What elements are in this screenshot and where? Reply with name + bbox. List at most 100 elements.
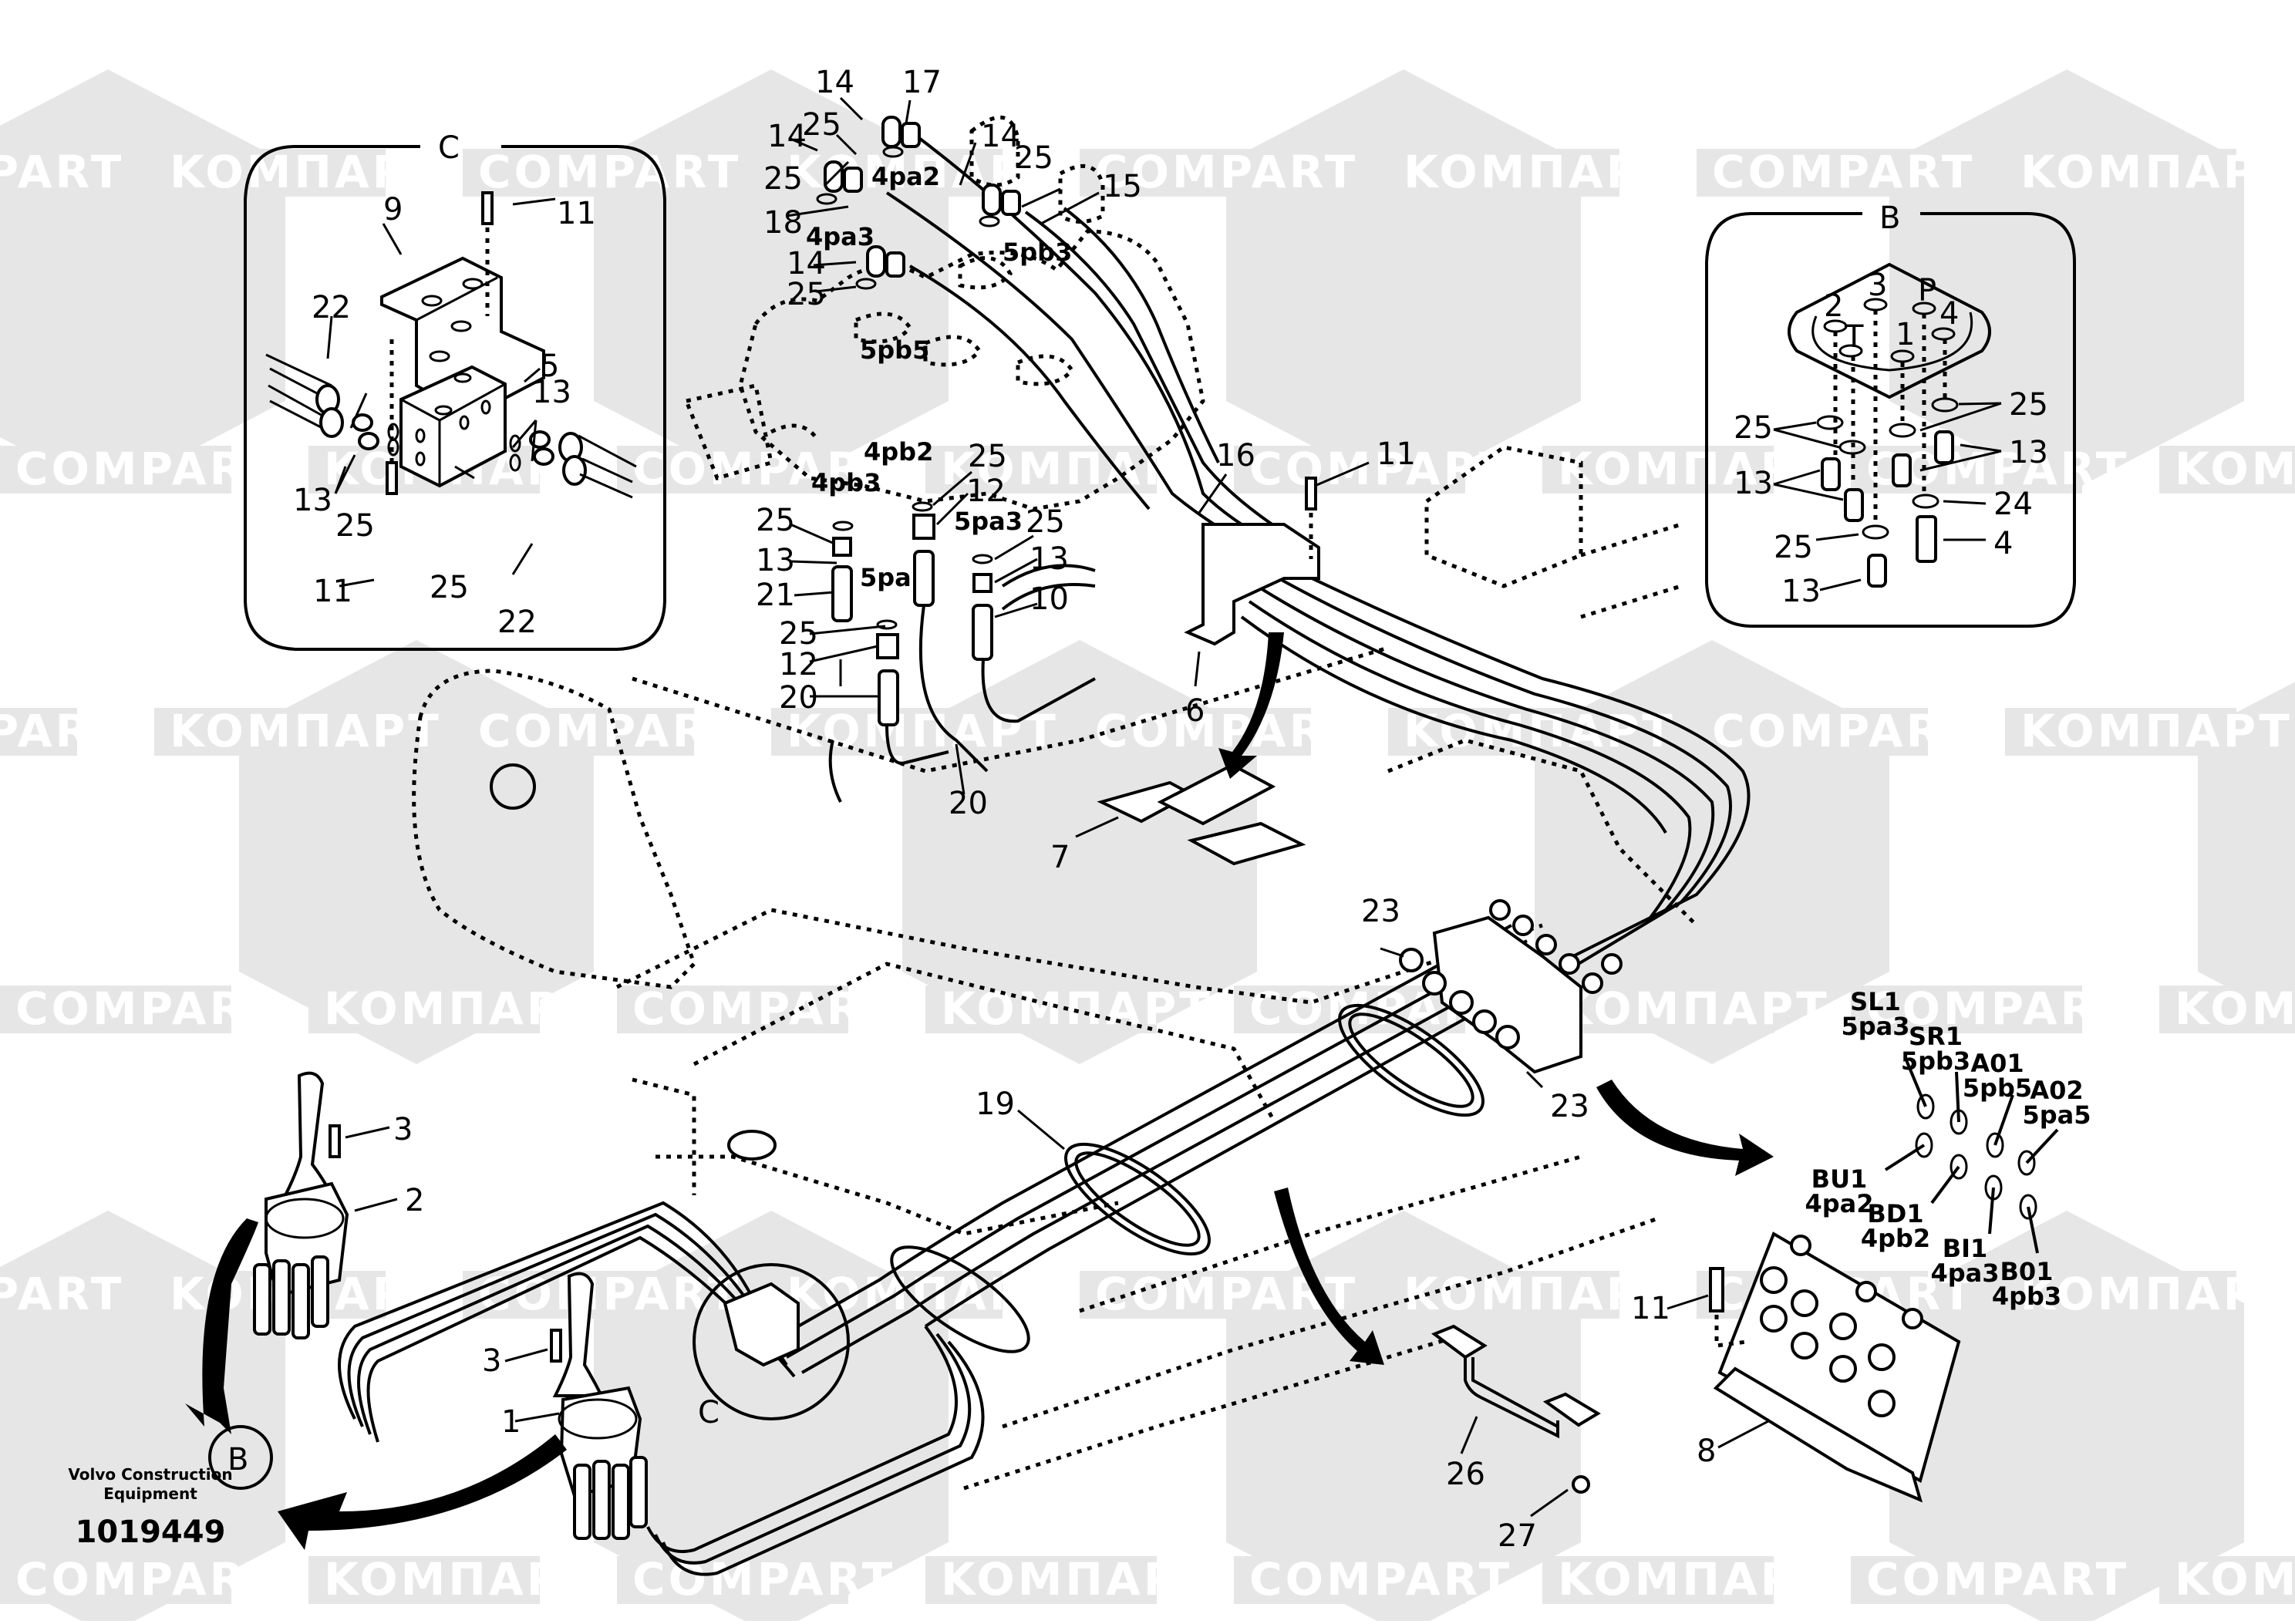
- port-code-label: BU1: [1811, 1164, 1868, 1194]
- callout: 13: [1781, 574, 1821, 609]
- callout: 25: [335, 508, 375, 544]
- watermark-band: [1234, 1556, 1465, 1604]
- callout: 24: [1993, 487, 2033, 522]
- callout: 16: [1216, 438, 1255, 473]
- detail-c-title: C: [438, 130, 460, 166]
- detail-b-marker-label: B: [227, 1442, 248, 1477]
- watermark-text: KOMПAPT: [1404, 146, 1676, 198]
- watermark-text: COMPART: [478, 705, 741, 757]
- watermark-band: [771, 1271, 1003, 1319]
- watermark-band: [0, 1556, 231, 1604]
- watermark-band: [2159, 1556, 2295, 1604]
- callout: 23: [1361, 894, 1400, 929]
- callout: 26: [1446, 1457, 1485, 1492]
- callout: 13: [293, 483, 332, 518]
- o-ring: [2019, 1194, 2037, 1220]
- joint-block: 23 23: [1361, 894, 1623, 1124]
- watermark-text: KOMПAPT: [787, 705, 1059, 757]
- callout: 12: [779, 647, 818, 682]
- detail-b-title: B: [1879, 200, 1900, 236]
- callout: 13: [756, 543, 795, 578]
- callout: 25: [787, 277, 826, 312]
- callout: 19: [976, 1087, 1015, 1122]
- watermark-text: KOMПAPT: [941, 982, 1213, 1035]
- callout: 14: [767, 119, 807, 154]
- watermark-text: COMPART: [1249, 443, 1512, 495]
- watermark-text: KOMПAPT: [941, 1553, 1213, 1605]
- watermark-band: [1542, 1556, 1774, 1604]
- port-id-label: 5pb5: [1963, 1073, 2032, 1103]
- watermark-band: [154, 149, 386, 197]
- callout: 25: [1774, 530, 1813, 565]
- port-id-label: 4pb3: [1992, 1282, 2061, 1311]
- watermark-text: COMPART: [632, 982, 895, 1035]
- callout: 9: [383, 192, 403, 227]
- port-code: 5pb5: [860, 335, 929, 365]
- port-id-label: 4pa2: [1805, 1189, 1873, 1218]
- watermark-band: [2159, 986, 2295, 1033]
- port-code-label: A02: [2030, 1076, 2083, 1105]
- watermark-text: COMPART: [1866, 1553, 2129, 1605]
- watermark-text: KOMПAPT: [2175, 443, 2295, 495]
- port-code: 4pb3: [811, 468, 881, 497]
- watermark-band: [617, 986, 848, 1033]
- watermark-text: KOMПAPT: [1404, 1268, 1676, 1320]
- watermark-text: COMPART: [632, 443, 895, 495]
- watermark-text: COMPART: [15, 1553, 278, 1605]
- callout: 13: [2009, 435, 2048, 470]
- o-ring: [1916, 1093, 1935, 1120]
- callout: 6: [1185, 693, 1205, 729]
- watermark-text: KOMПAPT: [2175, 1553, 2295, 1605]
- port-id-label: 5pb3: [1901, 1046, 1970, 1076]
- callout: 3: [482, 1343, 501, 1379]
- watermark-band: [0, 149, 77, 197]
- watermark-band: [154, 708, 386, 756]
- arrow-to-plates: [1218, 632, 1284, 779]
- callout: 25: [1026, 504, 1065, 540]
- callout: 25: [756, 503, 795, 538]
- watermark-text: KOMПAPT: [941, 443, 1213, 495]
- watermark-text: COMPART: [0, 705, 124, 757]
- hose-bundle: [338, 554, 1751, 1576]
- manufacturer-line-2: Equipment: [103, 1484, 197, 1503]
- callout: 17: [902, 65, 942, 100]
- watermark-logo: [2198, 682, 2295, 1023]
- callout: 13: [532, 375, 571, 410]
- watermark-band: [463, 149, 694, 197]
- watermark-band: [1080, 1271, 1311, 1319]
- watermark-band: [2005, 1271, 2236, 1319]
- watermark-text: COMPART: [0, 146, 124, 198]
- callout: 15: [1103, 169, 1142, 204]
- port-code: 4pa3: [806, 222, 875, 251]
- detail-marker-b: B: [185, 1218, 567, 1550]
- callout: 20: [779, 680, 818, 716]
- port-label: 3: [1868, 268, 1887, 303]
- watermark-band: [0, 446, 231, 494]
- o-ring: [1986, 1132, 2004, 1158]
- watermark-logo: [0, 69, 285, 494]
- o-ring: [1950, 1154, 1968, 1180]
- watermark-band: [1080, 149, 1311, 197]
- callout: 27: [1498, 1518, 1537, 1554]
- port-code: 4pa2: [871, 162, 940, 191]
- valve-fittings: 25 12 25 13 25 13 21 10 25 12 20 20: [756, 439, 1096, 821]
- callout: 20: [949, 786, 988, 821]
- watermark-band: [2005, 149, 2236, 197]
- callout: 14: [815, 65, 854, 100]
- callout: 23: [1550, 1089, 1589, 1124]
- callout: 11: [1631, 1291, 1670, 1326]
- watermark-band: [925, 1556, 1157, 1604]
- watermark-band: [1697, 708, 1928, 756]
- port-arrow: [2027, 1206, 2039, 1254]
- callout: 25: [802, 107, 841, 143]
- port-label: 4: [1939, 296, 1959, 332]
- watermark-text: COMPART: [1095, 705, 1358, 757]
- port-label: 1: [1896, 317, 1915, 352]
